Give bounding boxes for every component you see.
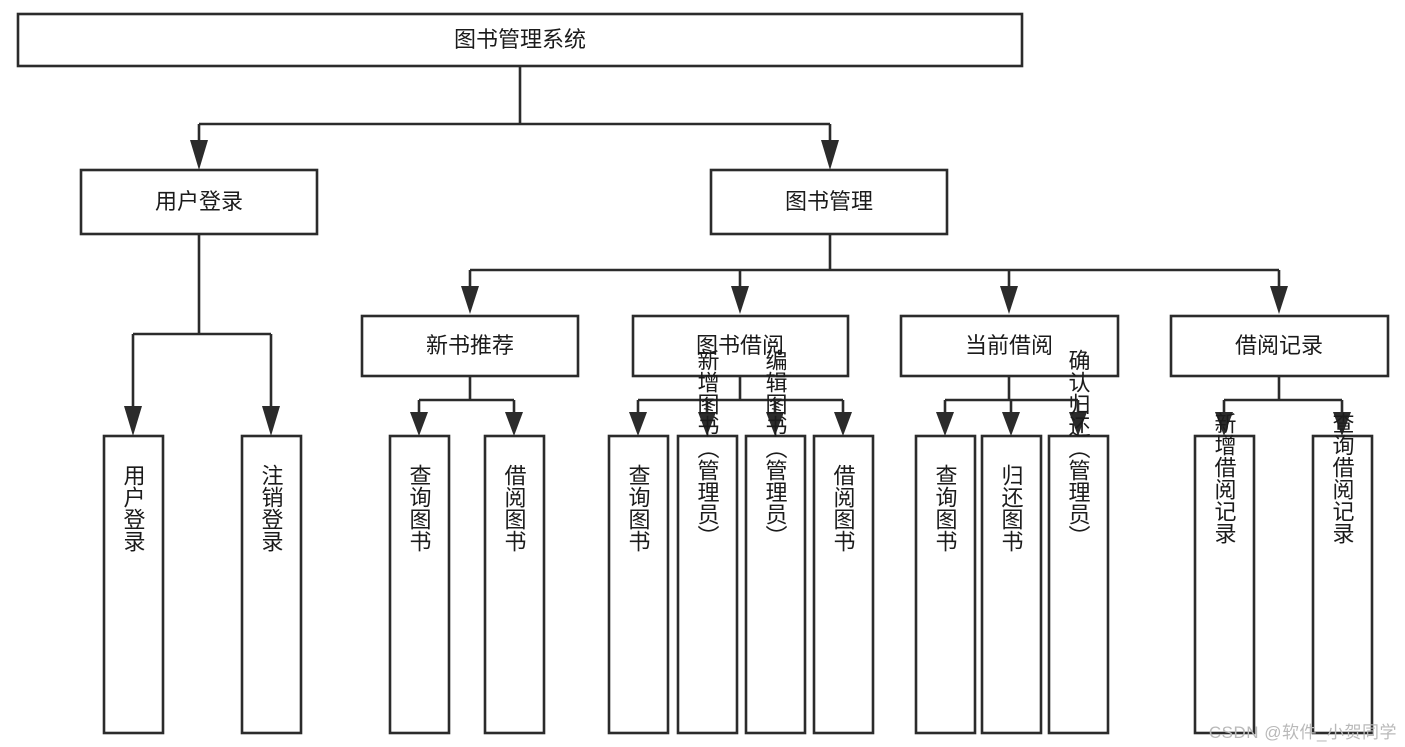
edge-layer <box>131 66 1344 412</box>
leaf-user-login-label: 用户登录 <box>121 464 146 552</box>
leaf-current-query-book-label: 查询图书 <box>933 464 958 552</box>
arrowhead-user-login <box>190 140 208 170</box>
node-new-book-recommend-label: 新书推荐 <box>426 333 514 358</box>
node-current-borrow-label: 当前借阅 <box>965 333 1053 358</box>
leaf-borrow-query-book[interactable]: 查询图书 <box>607 434 670 735</box>
leaf-borrow-add-book[interactable]: 新增图书（管理员） <box>676 349 739 735</box>
arrowhead-record-leaf-1 <box>1215 412 1233 436</box>
node-new-book-recommend[interactable]: 新书推荐 <box>360 314 580 378</box>
leaf-current-query-book[interactable]: 查询图书 <box>914 434 977 735</box>
leaf-current-confirm-return-label: 确认归还（管理员） <box>1066 349 1091 547</box>
leaf-recommend-query-book-label: 查询图书 <box>407 464 432 552</box>
node-book-borrow[interactable]: 图书借阅 <box>631 314 850 378</box>
node-root-label: 图书管理系统 <box>454 27 586 52</box>
node-user-login-label: 用户登录 <box>155 189 243 214</box>
leaf-recommend-borrow-book[interactable]: 借阅图书 <box>483 434 546 735</box>
leaf-recommend-query-book[interactable]: 查询图书 <box>388 434 451 735</box>
node-book-borrow-label: 图书借阅 <box>696 333 784 358</box>
csdn-watermark: CSDN @软件_小贺同学 <box>1208 723 1397 742</box>
leaf-borrow-query-book-label: 查询图书 <box>626 464 651 552</box>
arrowhead-borrow <box>731 286 749 314</box>
leaf-borrow-borrow-book[interactable]: 借阅图书 <box>812 434 875 735</box>
leaf-recommend-borrow-book-label: 借阅图书 <box>502 464 527 552</box>
node-book-management[interactable]: 图书管理 <box>709 168 949 236</box>
leaf-current-return-book-label: 归还图书 <box>999 464 1024 552</box>
arrowhead-borrow-leaf-1 <box>629 412 647 436</box>
arrowhead-current-leaf-3 <box>1069 412 1087 436</box>
arrowhead-borrow-leaf-4 <box>834 412 852 436</box>
leaf-record-query-label: 查询借阅记录 <box>1330 412 1355 544</box>
leaf-user-login[interactable]: 用户登录 <box>102 434 165 735</box>
node-current-borrow[interactable]: 当前借阅 <box>899 314 1120 378</box>
leaf-borrow-edit-book-label: 编辑图书（管理员） <box>763 349 788 547</box>
arrowhead-borrow-leaf-2 <box>698 412 716 436</box>
leaf-record-add-label: 新增借阅记录 <box>1212 412 1237 544</box>
leaf-borrow-add-book-label: 新增图书（管理员） <box>695 349 720 547</box>
node-borrow-record[interactable]: 借阅记录 <box>1169 314 1390 378</box>
arrowhead-current-leaf-1 <box>936 412 954 436</box>
arrowhead-leaf-user-login <box>124 406 142 436</box>
arrowhead-current-leaf-2 <box>1002 412 1020 436</box>
leaf-logout[interactable]: 注销登录 <box>240 434 303 735</box>
arrowhead-recommend-leaf-2 <box>505 412 523 436</box>
arrowhead-current <box>1000 286 1018 314</box>
arrowhead-book-manage <box>821 140 839 170</box>
arrowhead-recommend-leaf-1 <box>410 412 428 436</box>
arrowhead-recommend <box>461 286 479 314</box>
node-root-book-management-system[interactable]: 图书管理系统 <box>16 12 1024 68</box>
leaf-borrow-borrow-book-label: 借阅图书 <box>831 464 856 552</box>
leaf-borrow-edit-book[interactable]: 编辑图书（管理员） <box>744 349 807 735</box>
leaf-logout-label: 注销登录 <box>259 464 284 552</box>
node-book-management-label: 图书管理 <box>785 189 873 214</box>
arrowhead-record-leaf-2 <box>1333 412 1351 436</box>
arrowhead-leaf-logout <box>262 406 280 436</box>
arrowhead-borrow-leaf-3 <box>766 412 784 436</box>
node-borrow-record-label: 借阅记录 <box>1235 333 1323 358</box>
node-user-login[interactable]: 用户登录 <box>79 168 319 236</box>
leaf-record-query[interactable]: 查询借阅记录 <box>1311 412 1374 735</box>
arrowhead-layer <box>124 140 1351 436</box>
arrowhead-record <box>1270 286 1288 314</box>
leaf-current-confirm-return[interactable]: 确认归还（管理员） <box>1047 349 1110 735</box>
leaf-current-return-book[interactable]: 归还图书 <box>980 434 1043 735</box>
leaf-record-add[interactable]: 新增借阅记录 <box>1193 412 1256 735</box>
